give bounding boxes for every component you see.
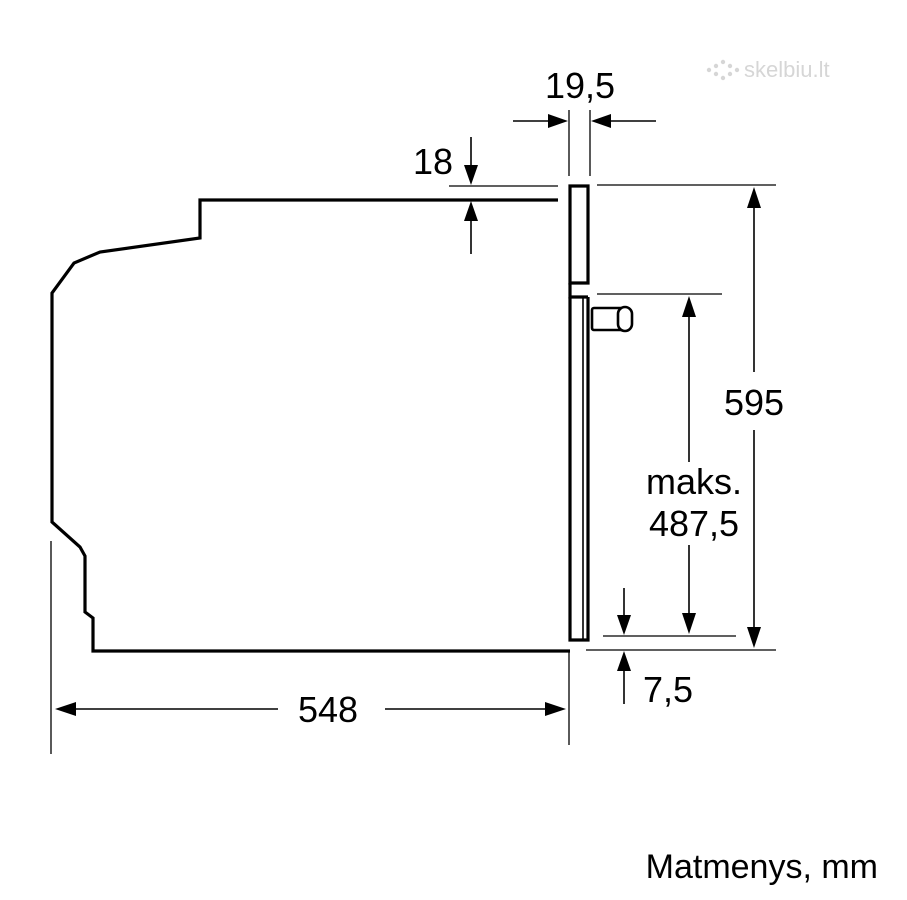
oven-front-door bbox=[568, 184, 590, 642]
caption: Matmenys, mm bbox=[646, 848, 878, 886]
door-handle bbox=[590, 305, 634, 333]
dim-depth: 548 bbox=[50, 541, 570, 754]
dim-overall-height: 595 bbox=[586, 184, 784, 651]
watermark-logo-icon bbox=[706, 59, 740, 81]
door-step bbox=[568, 283, 588, 299]
dim-label-max: maks. bbox=[646, 461, 742, 502]
dim-label-overall-height: 595 bbox=[724, 382, 784, 423]
door-lower-panel bbox=[568, 297, 590, 642]
dim-bottom-offset: 7,5 bbox=[617, 588, 693, 710]
dim-label-bottom-offset: 7,5 bbox=[643, 669, 693, 710]
dim-label-max-height: 487,5 bbox=[649, 503, 739, 544]
dim-top-panel: 19,5 bbox=[513, 65, 656, 176]
dim-max-height: maks. 487,5 bbox=[597, 293, 742, 637]
dim-label-top-panel: 19,5 bbox=[545, 65, 615, 106]
watermark: skelbiu.lt bbox=[706, 57, 830, 82]
handle-cap bbox=[616, 305, 634, 333]
door-top-panel bbox=[568, 184, 590, 285]
oven-body-outline bbox=[50, 198, 570, 653]
dim-label-top-gap: 18 bbox=[413, 141, 453, 182]
dim-label-depth: 548 bbox=[298, 689, 358, 730]
watermark-text: skelbiu.lt bbox=[744, 57, 830, 82]
dim-top-gap: 18 bbox=[413, 137, 558, 254]
